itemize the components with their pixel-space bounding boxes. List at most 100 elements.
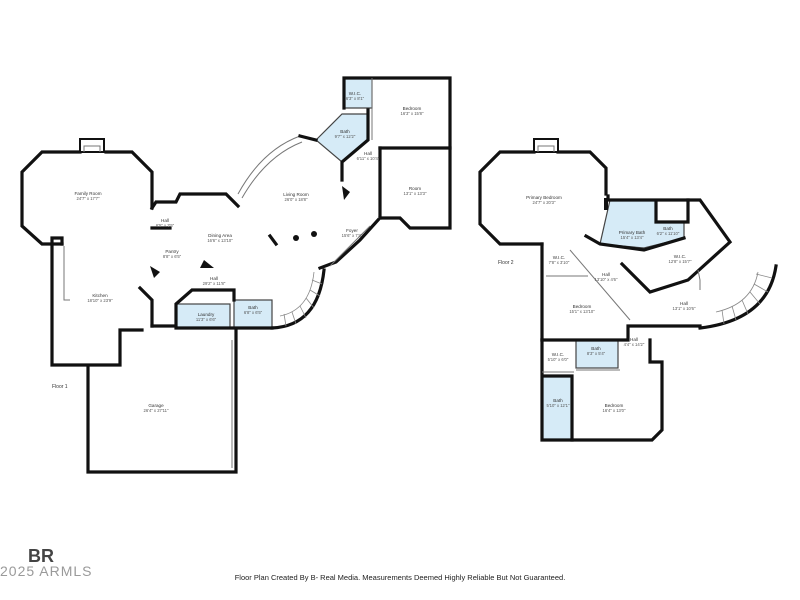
- garage-walls: [86, 328, 238, 474]
- room-dimensions: 24'7" x 17'7": [77, 196, 100, 201]
- kitchen-walls: [50, 236, 144, 367]
- living-column-2: [311, 231, 317, 237]
- floor-1-plan: [20, 76, 452, 474]
- room-dimensions: 15'4" x 13'4": [621, 235, 644, 240]
- kitchen-counter: [63, 246, 70, 301]
- room-dimensions: 15'1" x 13'10": [569, 309, 595, 314]
- room-dimensions: 5'10" x 6'0": [548, 357, 569, 362]
- room-dimensions: 13'1" x 10'6": [673, 306, 696, 311]
- room-name: Hall: [210, 276, 218, 281]
- living-top-wall: [298, 134, 318, 142]
- room-name: Room: [409, 186, 421, 191]
- room-dimensions: 6'11" x 10'4": [357, 156, 380, 161]
- room-dimensions: 16'3" x 15'8": [401, 111, 424, 116]
- family-room-walls-right: [104, 150, 154, 210]
- room-name: Bath: [663, 226, 673, 231]
- room-dimensions: 5'10" x 12'1": [547, 403, 570, 408]
- bedroom-upper-walls: [540, 324, 702, 342]
- room-name: Bath: [591, 346, 601, 351]
- pantry-wedge: [150, 266, 160, 278]
- room-name: W.I.C.: [552, 352, 565, 357]
- room-dimensions: 4'4" x 14'2": [624, 342, 645, 347]
- room-name: Bedroom: [403, 106, 422, 111]
- room-name: Primary Bath: [619, 230, 646, 235]
- room-name: Bedroom: [605, 403, 624, 408]
- lower-bedroom-walls: [570, 338, 664, 442]
- family-room-walls: [20, 150, 82, 246]
- stair2-outer: [698, 264, 778, 330]
- bath-fill-4: [541, 375, 573, 441]
- wic-outer: [619, 198, 733, 294]
- room-name: Hall: [161, 218, 169, 223]
- room-name: Pantry: [165, 249, 179, 254]
- room-dimensions: 6'3" x 8'1": [346, 96, 365, 101]
- room-name: Bath: [340, 129, 350, 134]
- primary-wall-stub: [604, 198, 608, 210]
- primary-hearth: [537, 145, 555, 152]
- room-dimensions: 13'10" x 4'6": [595, 277, 618, 282]
- room-dimensions: 24'7" x 20'3": [533, 200, 556, 205]
- room-dimensions: 7'8" x 3'10": [549, 260, 570, 265]
- primary-bedroom-walls: [478, 150, 544, 246]
- primary-bath-lower: [583, 233, 686, 252]
- living-column-1: [293, 235, 299, 241]
- room-name: Hall: [364, 151, 372, 156]
- stair-inner: [279, 271, 315, 317]
- foyer-wall: [317, 217, 381, 271]
- room-dimensions: 8'3" x 5'4": [587, 351, 606, 356]
- room-name: Hall: [602, 272, 610, 277]
- dining-wedge: [200, 260, 214, 268]
- living-curve-inner: [241, 141, 303, 199]
- stair-treads: [283, 279, 323, 327]
- room-name: Primary Bedroom: [526, 195, 562, 200]
- room-dimensions: 16'4" x 13'0": [603, 408, 626, 413]
- hearth: [83, 145, 101, 152]
- living-pillar: [342, 186, 350, 200]
- stair2-rail: [697, 269, 701, 290]
- room-dimensions: 18'10" x 23'9": [87, 298, 113, 303]
- room-dimensions: 6'8" x 6'5": [244, 310, 263, 315]
- living-curve-outer: [237, 135, 301, 195]
- room-name: Laundry: [198, 312, 215, 317]
- floor-2-label: Floor 2: [498, 260, 514, 266]
- room-name: Bath: [553, 398, 563, 403]
- floor-1-label: Floor 1: [52, 384, 68, 390]
- room-name: Bath: [248, 305, 258, 310]
- room-name: Garage: [148, 403, 164, 408]
- primary-bath-walls: [606, 194, 690, 224]
- room-name: W.I.C.: [674, 254, 687, 259]
- room-name: Living Room: [283, 192, 309, 197]
- floor-plan-caption: Floor Plan Created By B- Real Media. Mea…: [234, 573, 566, 582]
- room-name: Dining Area: [208, 233, 232, 238]
- stair2-inner: [715, 271, 759, 313]
- floor-2-plan: [478, 138, 778, 442]
- stair2-treads: [721, 273, 773, 325]
- room-dimensions: 15'6" x 7'4": [342, 233, 363, 238]
- room-dimensions: 26'0" x 18'8": [285, 197, 308, 202]
- room-name: Bedroom: [573, 304, 592, 309]
- room-name: Hall: [630, 337, 638, 342]
- room-name: Kitchen: [92, 293, 108, 298]
- dining-top-wall: [149, 192, 241, 211]
- room-name: Family Room: [74, 191, 101, 196]
- hall-diagonal: [569, 249, 631, 321]
- room-dimensions: 26'4" x 27'11": [144, 408, 169, 413]
- room-name: Foyer: [346, 228, 358, 233]
- room-name: Hall: [680, 301, 688, 306]
- laundry-fill: [175, 303, 231, 329]
- suite-walls: [342, 76, 452, 230]
- room-dimensions: 29'2" x 11'8": [203, 281, 226, 286]
- laundry-bath-wall: [150, 288, 236, 328]
- br-logo-text: BR: [28, 546, 54, 564]
- bath-fill-3: [575, 339, 619, 369]
- room-name: W.I.C.: [349, 91, 362, 96]
- room-dimensions: 6'5" x 3'5": [156, 223, 175, 228]
- suite-left-wall: [340, 108, 370, 182]
- living-left-wall: [267, 233, 279, 247]
- copyright-credit: 2025 ARMLS: [0, 563, 93, 579]
- room-dimensions: 8'8" x 6'5": [163, 254, 182, 259]
- foyer-diagonal: [329, 225, 371, 267]
- room-dimensions: 11'3" x 6'6": [196, 317, 217, 322]
- room-name: W.I.C.: [553, 255, 566, 260]
